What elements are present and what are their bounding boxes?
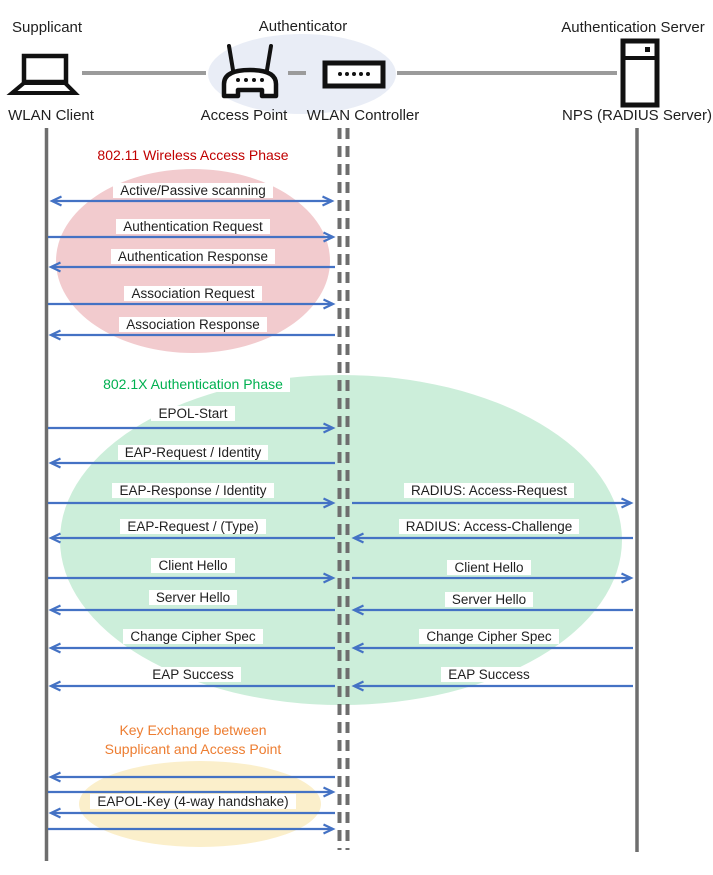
message-arrows [48, 195, 634, 835]
phase3-ellipse [79, 761, 321, 847]
server-icon [620, 38, 660, 108]
lifeline-wlan-controller [337, 128, 350, 850]
access-point-icon [221, 44, 279, 99]
phase1-ellipse [56, 169, 330, 353]
laptop-icon [6, 53, 80, 95]
wlan-controller-icon [322, 60, 386, 89]
